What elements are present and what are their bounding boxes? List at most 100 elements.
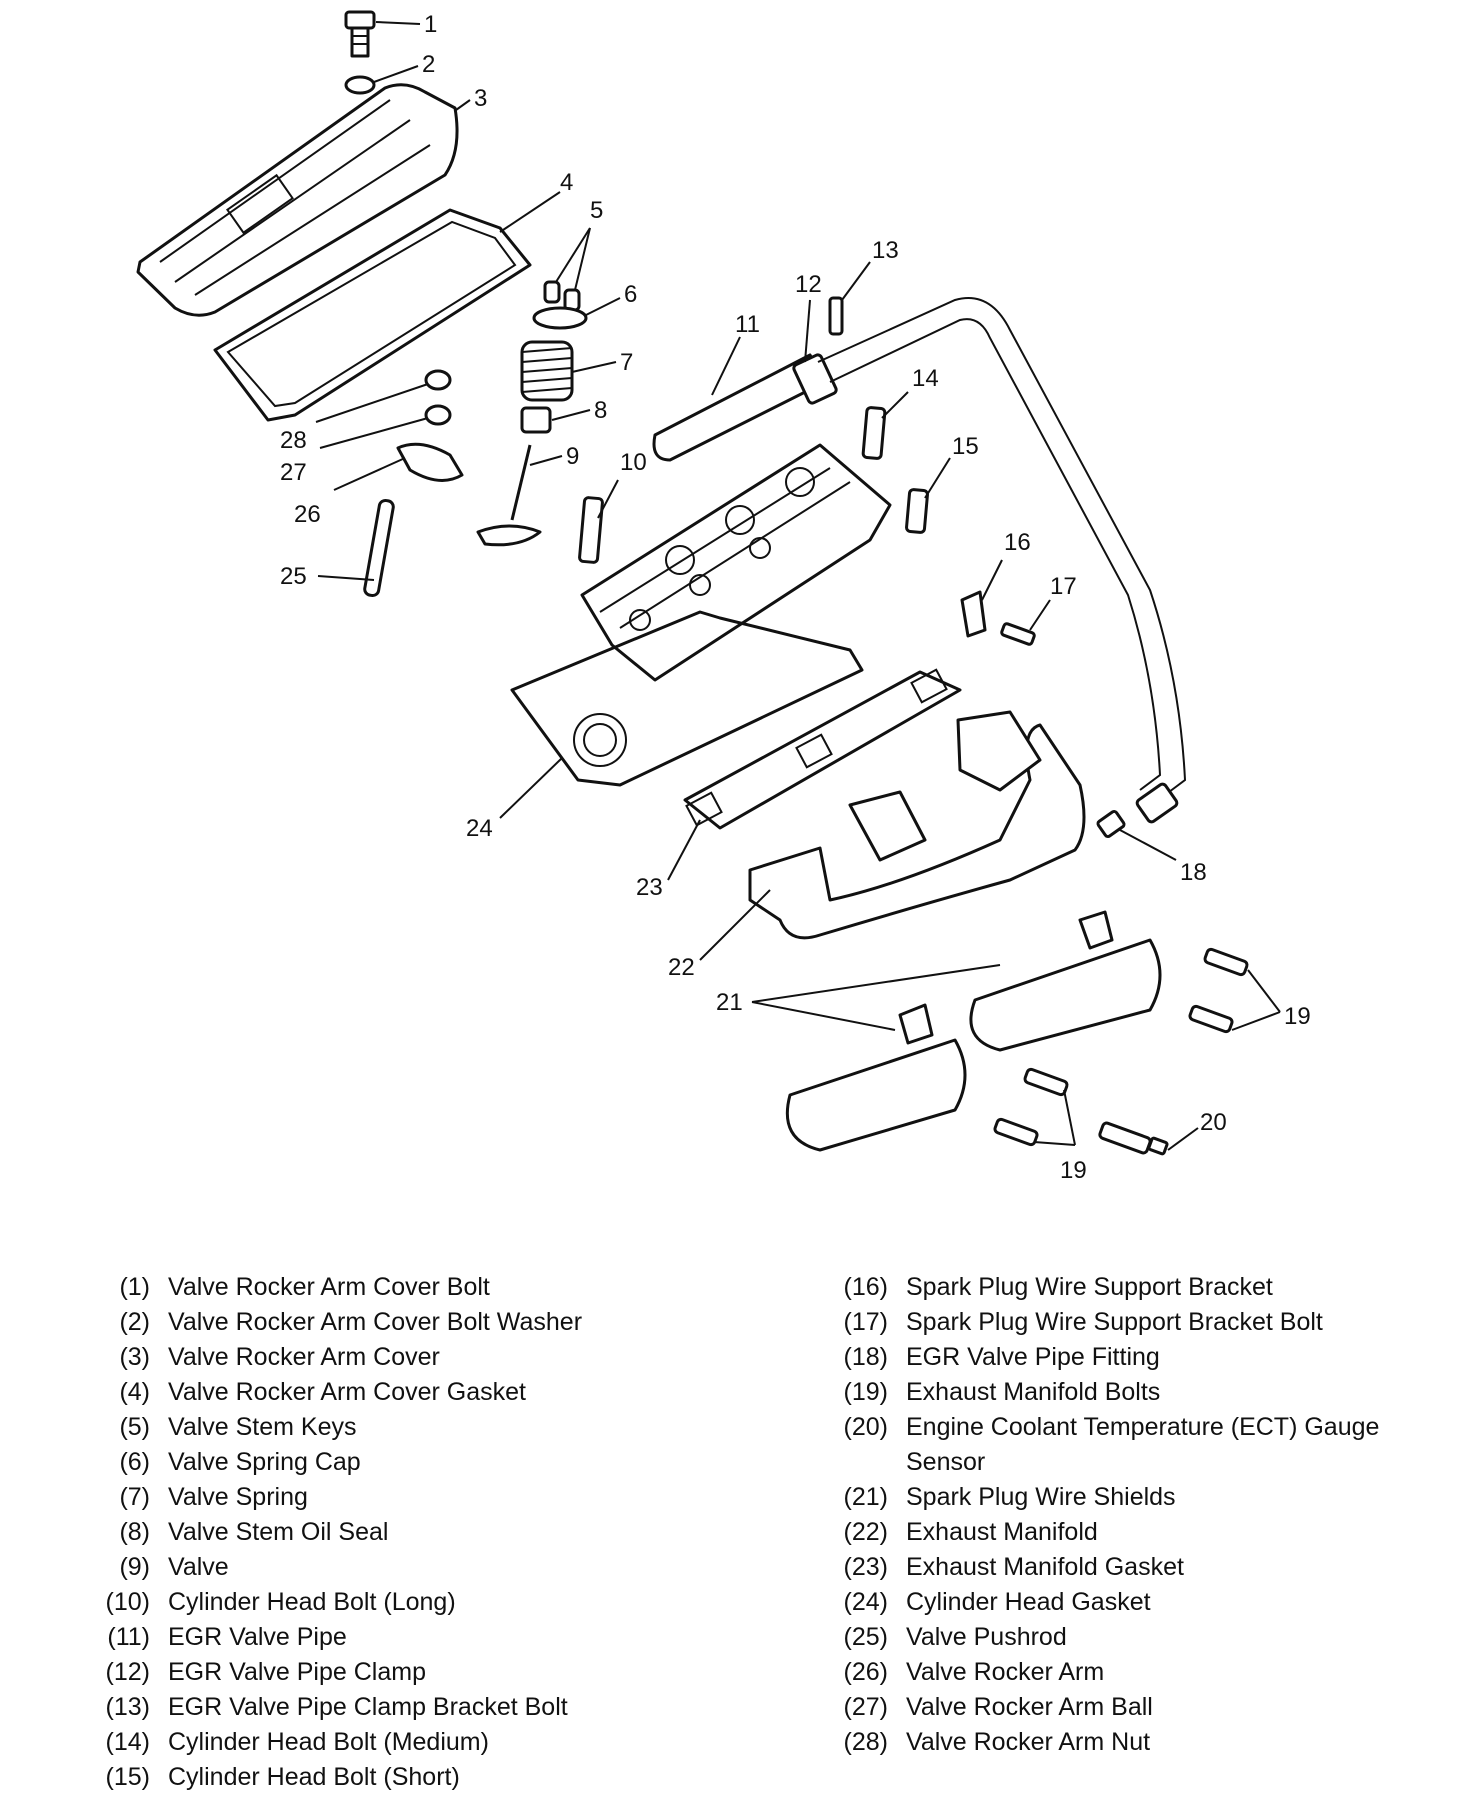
legend-item: (9) Valve xyxy=(78,1550,778,1585)
legend-label: Cylinder Head Gasket xyxy=(906,1588,1151,1616)
legend-label: Exhaust Manifold xyxy=(906,1518,1098,1546)
rocker-cover-gasket xyxy=(213,208,532,422)
cylinder-head-gasket xyxy=(510,610,864,787)
legend-item: (27)Valve Rocker Arm Ball xyxy=(816,1690,1436,1725)
callout-8: 8 xyxy=(594,397,607,424)
callout-22: 22 xyxy=(668,954,695,981)
legend-number: (12) xyxy=(105,1658,150,1686)
legend-label: Cylinder Head Bolt (Short) xyxy=(168,1763,460,1791)
valve-stem-oil-seal xyxy=(520,406,552,434)
legend-label: Exhaust Manifold Gasket xyxy=(906,1553,1184,1581)
legend-label: Valve Rocker Arm Cover Bolt Washer xyxy=(168,1308,583,1336)
legend-label: Valve Pushrod xyxy=(906,1623,1067,1651)
legend-number: (7) xyxy=(119,1483,150,1511)
legend-number: (10) xyxy=(105,1588,150,1616)
legend-column-left: (1)Valve Rocker Arm Cover Bolt (2) Valve … xyxy=(78,1270,778,1795)
legend-label: Valve Rocker Arm Ball xyxy=(906,1693,1153,1721)
legend-number: (2) xyxy=(119,1308,150,1336)
legend-number: (20) xyxy=(843,1413,888,1441)
legend-number: (21) xyxy=(843,1483,888,1511)
callout-24: 24 xyxy=(466,815,493,842)
legend-item: (28)Valve Rocker Arm Nut xyxy=(816,1725,1436,1760)
cylinder-head xyxy=(580,443,892,682)
valve-rocker-arm xyxy=(396,442,464,482)
legend-number: (1) xyxy=(119,1273,150,1301)
legend-item: (5)Valve Stem Keys xyxy=(78,1410,778,1445)
legend-column-right: (16)Spark Plug Wire Support Bracket (17)… xyxy=(816,1270,1436,1760)
legend-label: Valve Spring Cap xyxy=(168,1448,361,1476)
legend-item: (12) EGR Valve Pipe Clamp xyxy=(78,1655,778,1690)
callout-9: 9 xyxy=(566,443,579,470)
legend-number: (11) xyxy=(107,1623,150,1651)
legend-number: (22) xyxy=(843,1518,888,1546)
legend-label: EGR Valve Pipe xyxy=(168,1623,347,1651)
valve-rocker-arm-ball xyxy=(424,404,452,426)
callout-19a: 19 xyxy=(1284,1003,1311,1030)
valve-stem-keys xyxy=(543,280,581,312)
legend-label: Exhaust Manifold Bolts xyxy=(906,1378,1161,1406)
legend-label: Valve Stem Oil Seal xyxy=(168,1518,389,1546)
legend-number: (26) xyxy=(843,1658,888,1686)
legend-item: (6) Valve Spring Cap xyxy=(78,1445,778,1480)
callout-18: 18 xyxy=(1180,859,1207,886)
egr-pipe-tube xyxy=(817,297,1187,796)
legend-number: (24) xyxy=(843,1588,888,1616)
callout-4: 4 xyxy=(560,169,573,196)
legend-label: Spark Plug Wire Shields xyxy=(906,1483,1176,1511)
callout-3: 3 xyxy=(474,85,487,112)
legend-number: (5) xyxy=(119,1413,150,1441)
legend-item: (15)Cylinder Head Bolt (Short) xyxy=(78,1760,778,1795)
spark-plug-wire-support-bracket xyxy=(960,590,987,638)
exploded-diagram: 1 2 3 4 5 6 7 8 9 10 11 12 13 14 15 16 1… xyxy=(136,10,1311,1184)
legend-number: (6) xyxy=(119,1448,150,1476)
callout-14: 14 xyxy=(912,365,939,392)
egr-valve-pipe-fitting xyxy=(1096,782,1179,839)
callout-25: 25 xyxy=(280,563,307,590)
legend-number: (3) xyxy=(119,1343,150,1371)
legend-number: (9) xyxy=(119,1553,150,1581)
callout-20: 20 xyxy=(1200,1109,1227,1136)
callout-19b: 19 xyxy=(1060,1157,1087,1184)
callout-labels: 1 2 3 4 5 6 7 8 9 10 11 12 13 14 15 16 1… xyxy=(280,11,1311,1184)
callout-17: 17 xyxy=(1050,573,1077,600)
callout-28: 28 xyxy=(280,427,307,454)
legend-item: (8)Valve Stem Oil Seal xyxy=(78,1515,778,1550)
legend-item: (20)Engine Coolant Temperature (ECT) Gau… xyxy=(816,1410,1436,1480)
legend-item: (1)Valve Rocker Arm Cover Bolt xyxy=(78,1270,778,1305)
legend-item: (21) Spark Plug Wire Shields xyxy=(816,1480,1436,1515)
legend-item: (3) Valve Rocker Arm Cover xyxy=(78,1340,778,1375)
wire-support-bracket-bolt xyxy=(1000,622,1036,646)
callout-27: 27 xyxy=(280,459,307,486)
exhaust-manifold-gasket xyxy=(683,668,962,830)
legend-number: (14) xyxy=(105,1728,150,1756)
valve-spring-cap xyxy=(532,306,588,330)
legend-item: (10)Cylinder Head Bolt (Long) xyxy=(78,1585,778,1620)
legend-label: Valve Rocker Arm Cover xyxy=(168,1343,440,1371)
callout-11: 11 xyxy=(735,311,760,338)
legend-label: Valve Rocker Arm Nut xyxy=(906,1728,1151,1756)
callout-2: 2 xyxy=(422,51,435,78)
legend-number: (25) xyxy=(843,1623,888,1651)
spark-plug-wire-shields xyxy=(785,910,1162,1152)
legend-item: (13)EGR Valve Pipe Clamp Bracket Bolt xyxy=(78,1690,778,1725)
legend-item: (25) Valve Pushrod xyxy=(816,1620,1436,1655)
callout-26: 26 xyxy=(294,501,321,528)
legend-label: EGR Valve Pipe Clamp Bracket Bolt xyxy=(168,1693,568,1721)
callout-21: 21 xyxy=(716,989,743,1016)
legend-label: EGR Valve Pipe Clamp xyxy=(168,1658,426,1686)
legend-item: (4)Valve Rocker Arm Cover Gasket xyxy=(78,1375,778,1410)
egr-valve-pipe xyxy=(652,353,827,462)
cylinder-head-bolt-short xyxy=(905,488,929,534)
legend-item: (14)Cylinder Head Bolt (Medium) xyxy=(78,1725,778,1760)
exhaust-manifold xyxy=(748,710,1086,940)
legend-item: (24) Cylinder Head Gasket xyxy=(816,1585,1436,1620)
legend-label: EGR Valve Pipe Fitting xyxy=(906,1343,1160,1371)
callout-6: 6 xyxy=(624,281,637,308)
legend-number: (4) xyxy=(119,1378,150,1406)
legend-label: Valve xyxy=(168,1553,229,1581)
legend-number: (18) xyxy=(843,1343,888,1371)
valve-spring xyxy=(520,340,574,402)
legend-label: Spark Plug Wire Support Bracket xyxy=(906,1273,1273,1301)
leader-lines xyxy=(315,21,1281,1151)
callout-1: 1 xyxy=(424,11,437,38)
